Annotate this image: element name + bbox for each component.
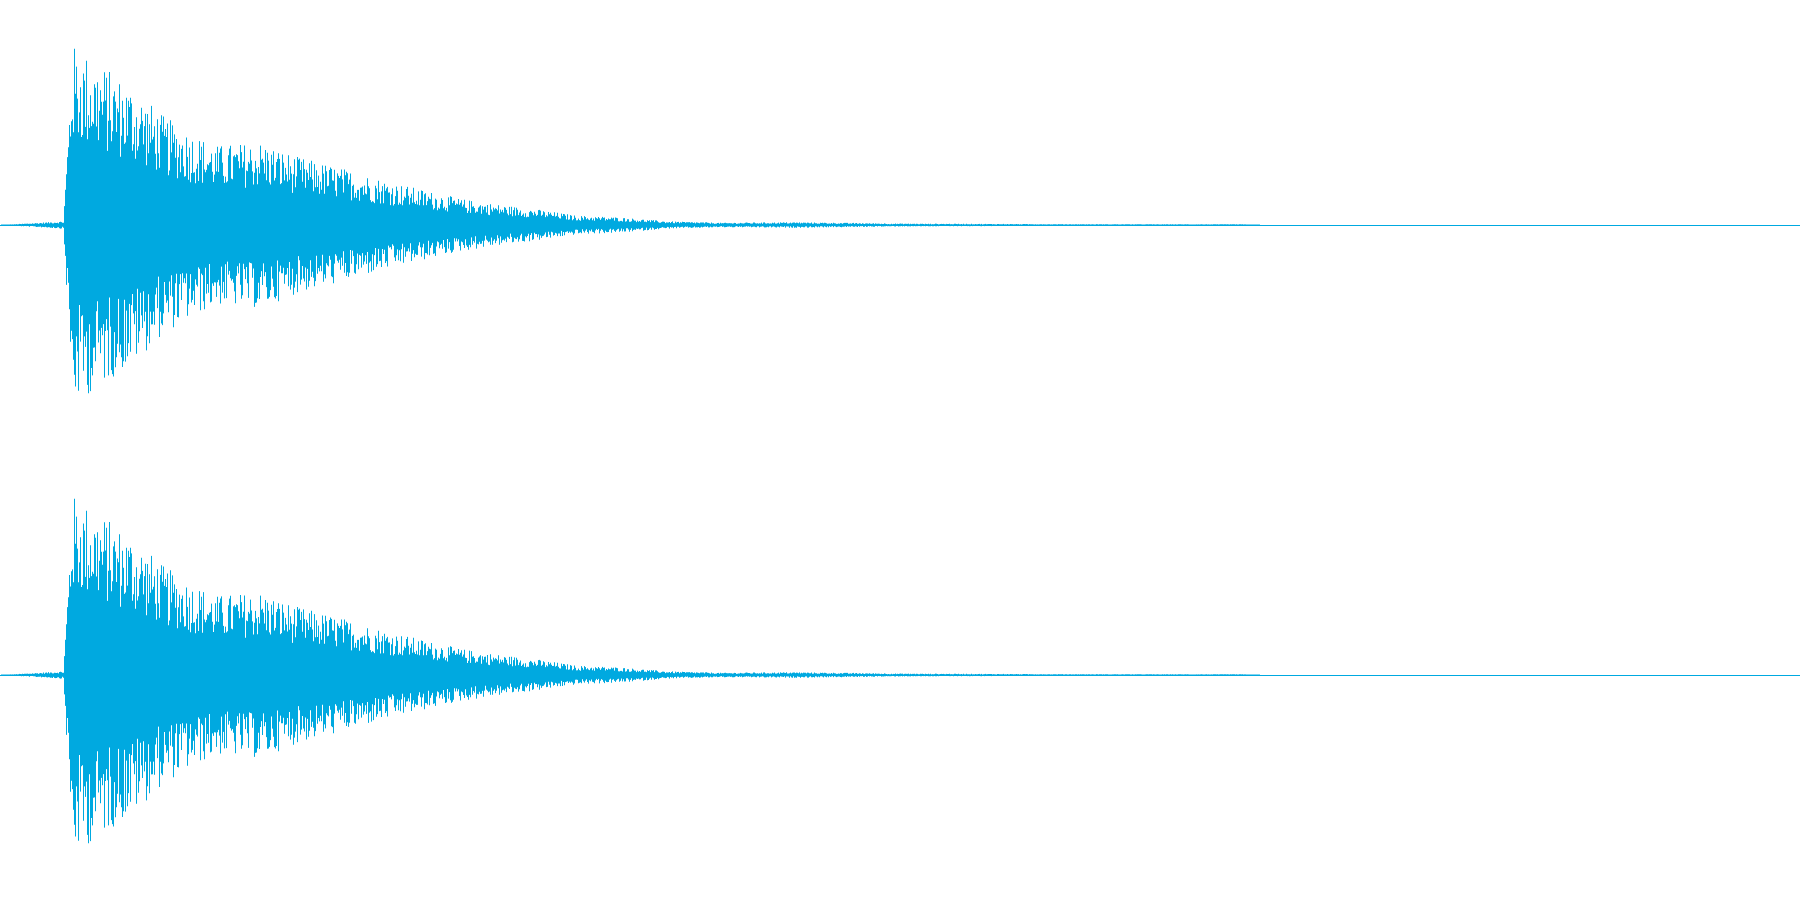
- channel-1-samples: [1, 48, 1260, 394]
- channel-1-waveform: [0, 48, 1800, 394]
- channel-2-waveform: [0, 498, 1800, 844]
- channel-2-samples: [1, 498, 1260, 844]
